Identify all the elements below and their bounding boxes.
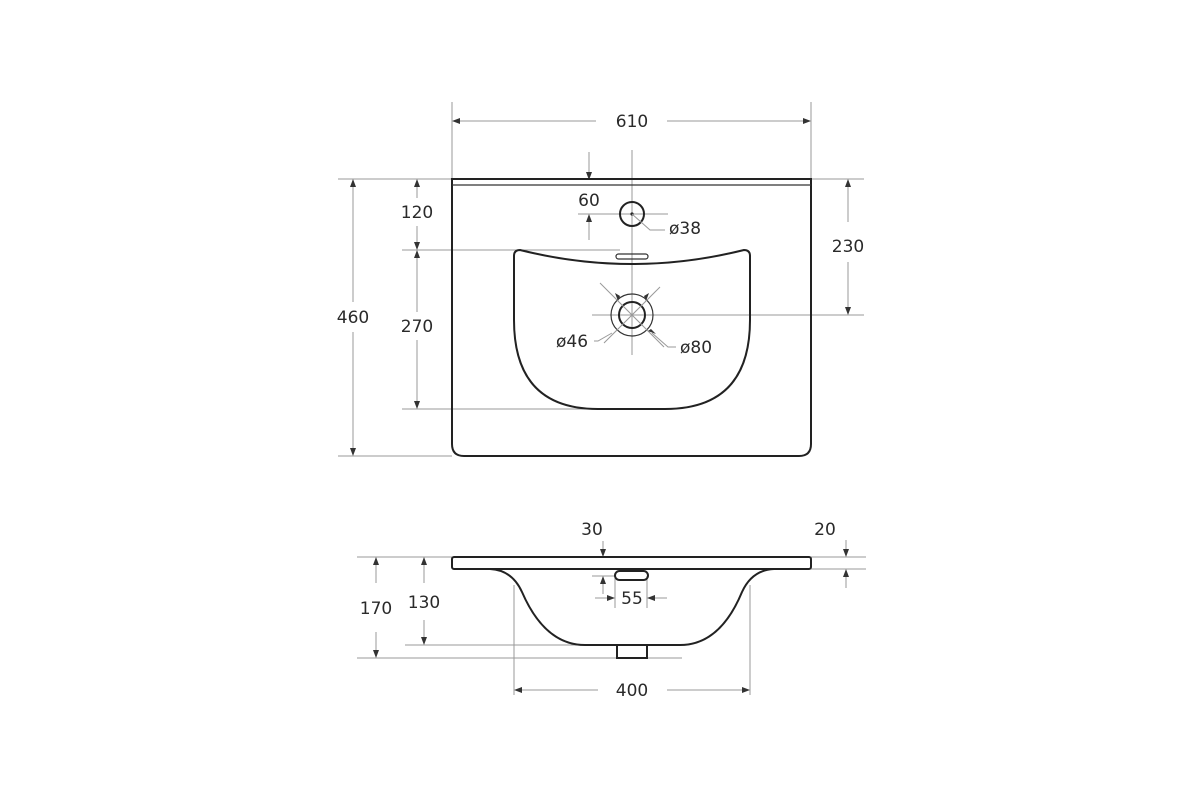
overflow-slot xyxy=(615,253,649,260)
drain-outer xyxy=(610,293,654,337)
drain-stub xyxy=(616,644,648,659)
dim-depth: 460 xyxy=(337,308,369,328)
faucet-hole xyxy=(619,201,645,227)
countertop-slab xyxy=(451,556,812,570)
side-view: 170 130 30 20 55 400 xyxy=(357,520,866,701)
dim-faucet-margin: 60 xyxy=(578,191,600,211)
dim-faucet-offset: 120 xyxy=(401,203,433,223)
dim-overflow-width: 55 xyxy=(621,589,643,609)
dim-slab-offset: 30 xyxy=(581,520,603,540)
dim-drain-outer-diameter: ø80 xyxy=(680,338,712,358)
drain-hole xyxy=(618,301,646,329)
dim-bowl-width: 400 xyxy=(616,681,648,701)
dim-slab-thickness: 20 xyxy=(814,520,836,540)
dim-drain-diameter: ø46 xyxy=(556,332,588,352)
overflow-slot-side xyxy=(614,570,649,581)
top-view: 610 460 120 270 230 60 xyxy=(337,102,864,457)
dim-width: 610 xyxy=(616,112,648,132)
countertop-outline xyxy=(451,178,812,457)
basin-outline xyxy=(513,248,751,410)
dim-basin-depth: 270 xyxy=(401,317,433,337)
dim-total-height: 170 xyxy=(360,599,392,619)
dim-bowl-height: 130 xyxy=(408,593,440,613)
dim-drain-offset: 230 xyxy=(832,237,864,257)
dim-faucet-hole-diameter: ø38 xyxy=(669,219,701,239)
